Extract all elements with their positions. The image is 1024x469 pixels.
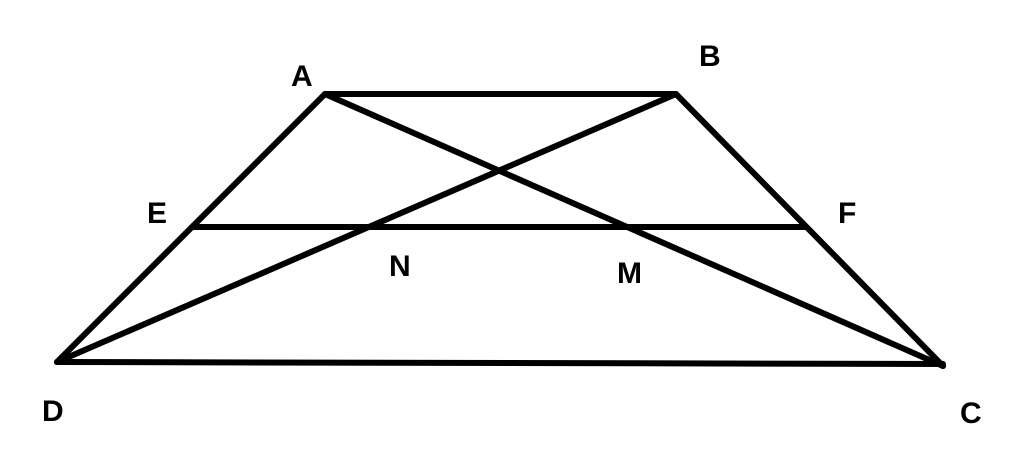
label-m: M: [617, 257, 642, 290]
label-e: E: [147, 197, 167, 230]
segment-dc: [54, 359, 946, 367]
diagonal-ac: [322, 91, 946, 369]
label-a: A: [291, 60, 313, 93]
diagonal-bd: [54, 91, 679, 365]
label-c: C: [960, 397, 982, 430]
label-n: N: [389, 250, 411, 283]
label-d: D: [42, 395, 64, 428]
segment-bc: [673, 91, 946, 369]
label-f: F: [838, 197, 856, 230]
label-b: B: [699, 40, 721, 73]
